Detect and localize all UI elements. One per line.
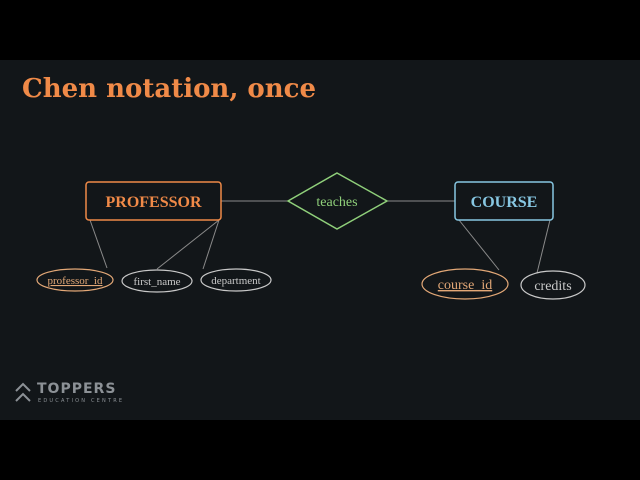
attribute-first-name: first_name: [121, 269, 193, 293]
attribute-course-id-oval: [421, 268, 509, 300]
attribute-credits: credits: [520, 270, 586, 300]
entity-professor-label: PROFESSOR: [105, 194, 201, 211]
connector-professor-department: [202, 219, 220, 270]
attribute-department: department: [200, 268, 272, 292]
attribute-credits-label: credits: [534, 279, 571, 294]
attribute-course-id-label: course_id: [438, 278, 492, 293]
connectors: [89, 200, 551, 274]
double-chevron-up-icon: [15, 382, 31, 402]
attribute-course-id: course_id: [421, 268, 509, 300]
entity-professor-box: [85, 181, 222, 221]
slide: Chen notation, once PROFESSOR COURSE tea…: [0, 60, 640, 420]
entity-course-label: COURSE: [471, 194, 538, 211]
relationship-teaches-label: teaches: [316, 195, 357, 210]
attribute-professor-id-label: professor_id: [48, 275, 103, 287]
entity-professor: PROFESSOR: [85, 181, 222, 221]
attribute-department-oval: [200, 268, 272, 292]
attribute-first-name-label: first_name: [133, 276, 180, 288]
relationship-teaches: teaches: [286, 172, 389, 230]
toppers-logo: TOPPERS EDUCATION CENTRE: [14, 381, 134, 411]
connector-course-credits: [536, 219, 551, 274]
slide-title: Chen notation, once: [22, 74, 317, 104]
relationship-teaches-diamond: [286, 172, 389, 230]
logo-name: TOPPERS: [37, 381, 117, 397]
attribute-professor-id: professor_id: [36, 268, 114, 292]
entity-course-box: [454, 181, 554, 221]
er-diagram: PROFESSOR COURSE teaches professor_id fi…: [36, 172, 586, 300]
connector-professor-professor-id: [89, 219, 108, 269]
attribute-first-name-oval: [121, 269, 193, 293]
attribute-department-label: department: [211, 275, 260, 287]
attribute-professor-id-oval: [36, 268, 114, 292]
attribute-credits-oval: [520, 270, 586, 300]
logo-tagline: EDUCATION CENTRE: [38, 398, 125, 404]
connector-course-course-id: [458, 219, 500, 271]
connector-professor-first-name: [156, 219, 220, 270]
entity-course: COURSE: [454, 181, 554, 221]
